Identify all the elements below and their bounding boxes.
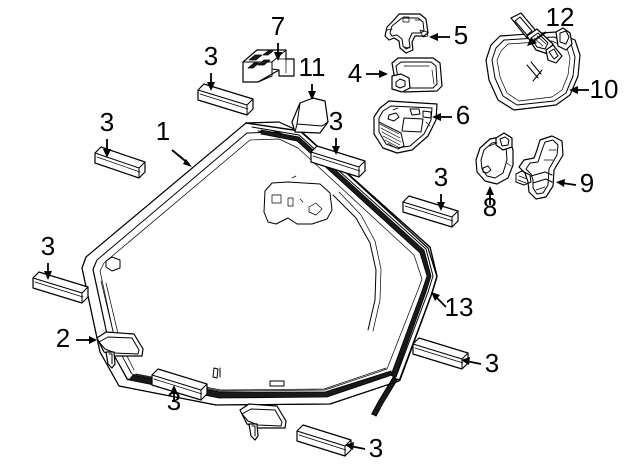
- callout-number: 3: [329, 106, 343, 136]
- callout-3[interactable]: 3: [41, 231, 55, 280]
- callout-number: 6: [456, 100, 470, 130]
- part-molding-clip[interactable]: [239, 403, 287, 441]
- callout-9[interactable]: 9: [556, 168, 594, 198]
- callout-number: 3: [204, 41, 218, 71]
- callout-number: 3: [369, 433, 383, 463]
- callout-1[interactable]: 1: [156, 116, 192, 167]
- part-molding-clip[interactable]: [96, 331, 144, 369]
- callout-number: 1: [156, 116, 170, 146]
- callout-7[interactable]: 7: [271, 11, 285, 61]
- callout-number: 13: [445, 292, 474, 322]
- callout-13[interactable]: 13: [431, 292, 473, 322]
- callout-3[interactable]: 3: [434, 162, 448, 211]
- callout-number: 9: [580, 168, 594, 198]
- part-rain-sensor-module[interactable]: [391, 57, 443, 93]
- part-spacer-block[interactable]: [32, 271, 89, 304]
- part-connector-module[interactable]: [242, 49, 295, 83]
- part-spacer-block[interactable]: [402, 195, 459, 228]
- part-mirror-cap-cover[interactable]: [291, 97, 329, 134]
- callout-number: 12: [546, 2, 575, 32]
- callout-number: 7: [271, 11, 285, 41]
- part-spacer-block[interactable]: [94, 146, 146, 179]
- callout-number: 4: [348, 58, 362, 88]
- callout-5[interactable]: 5: [429, 20, 468, 50]
- callout-3[interactable]: 3: [329, 106, 343, 155]
- callout-number: 3: [41, 231, 55, 261]
- callout-number: 5: [454, 20, 468, 50]
- glass-right-contour: [332, 191, 382, 332]
- callout-number: 2: [56, 323, 70, 353]
- part-spacer-block[interactable]: [151, 368, 208, 401]
- callout-12[interactable]: 12: [527, 2, 574, 46]
- callout-11[interactable]: 11: [299, 52, 326, 100]
- callout-number: 3: [434, 162, 448, 192]
- callout-2[interactable]: 2: [56, 323, 97, 353]
- callout-10[interactable]: 10: [569, 74, 618, 104]
- part-spacer-block[interactable]: [310, 145, 366, 178]
- callout-3[interactable]: 3: [345, 433, 383, 463]
- part-mirror-cover[interactable]: [373, 100, 438, 154]
- part-spacer-block[interactable]: [412, 337, 469, 370]
- part-sensor-bracket[interactable]: [384, 13, 429, 54]
- part-sensor-housing[interactable]: [475, 132, 514, 185]
- callout-4[interactable]: 4: [348, 58, 388, 88]
- callout-number: 3: [100, 107, 114, 137]
- part-spacer-block[interactable]: [296, 424, 352, 457]
- callout-number: 11: [299, 52, 326, 82]
- callout-6[interactable]: 6: [432, 100, 470, 130]
- callout-number: 3: [485, 348, 499, 378]
- mirror-mount-pad: [263, 175, 333, 225]
- callout-3[interactable]: 3: [204, 41, 218, 91]
- callout-3[interactable]: 3: [100, 107, 114, 158]
- callout-3[interactable]: 3: [167, 385, 181, 416]
- callout-number: 8: [483, 192, 497, 222]
- part-spacer-block[interactable]: [197, 83, 254, 116]
- callout-8[interactable]: 8: [483, 186, 497, 222]
- callout-number: 10: [590, 74, 619, 104]
- callout-3[interactable]: 3: [461, 348, 499, 378]
- part-mirror-base-bracket[interactable]: [515, 135, 564, 200]
- part-mirror-wire-harness[interactable]: [510, 12, 563, 64]
